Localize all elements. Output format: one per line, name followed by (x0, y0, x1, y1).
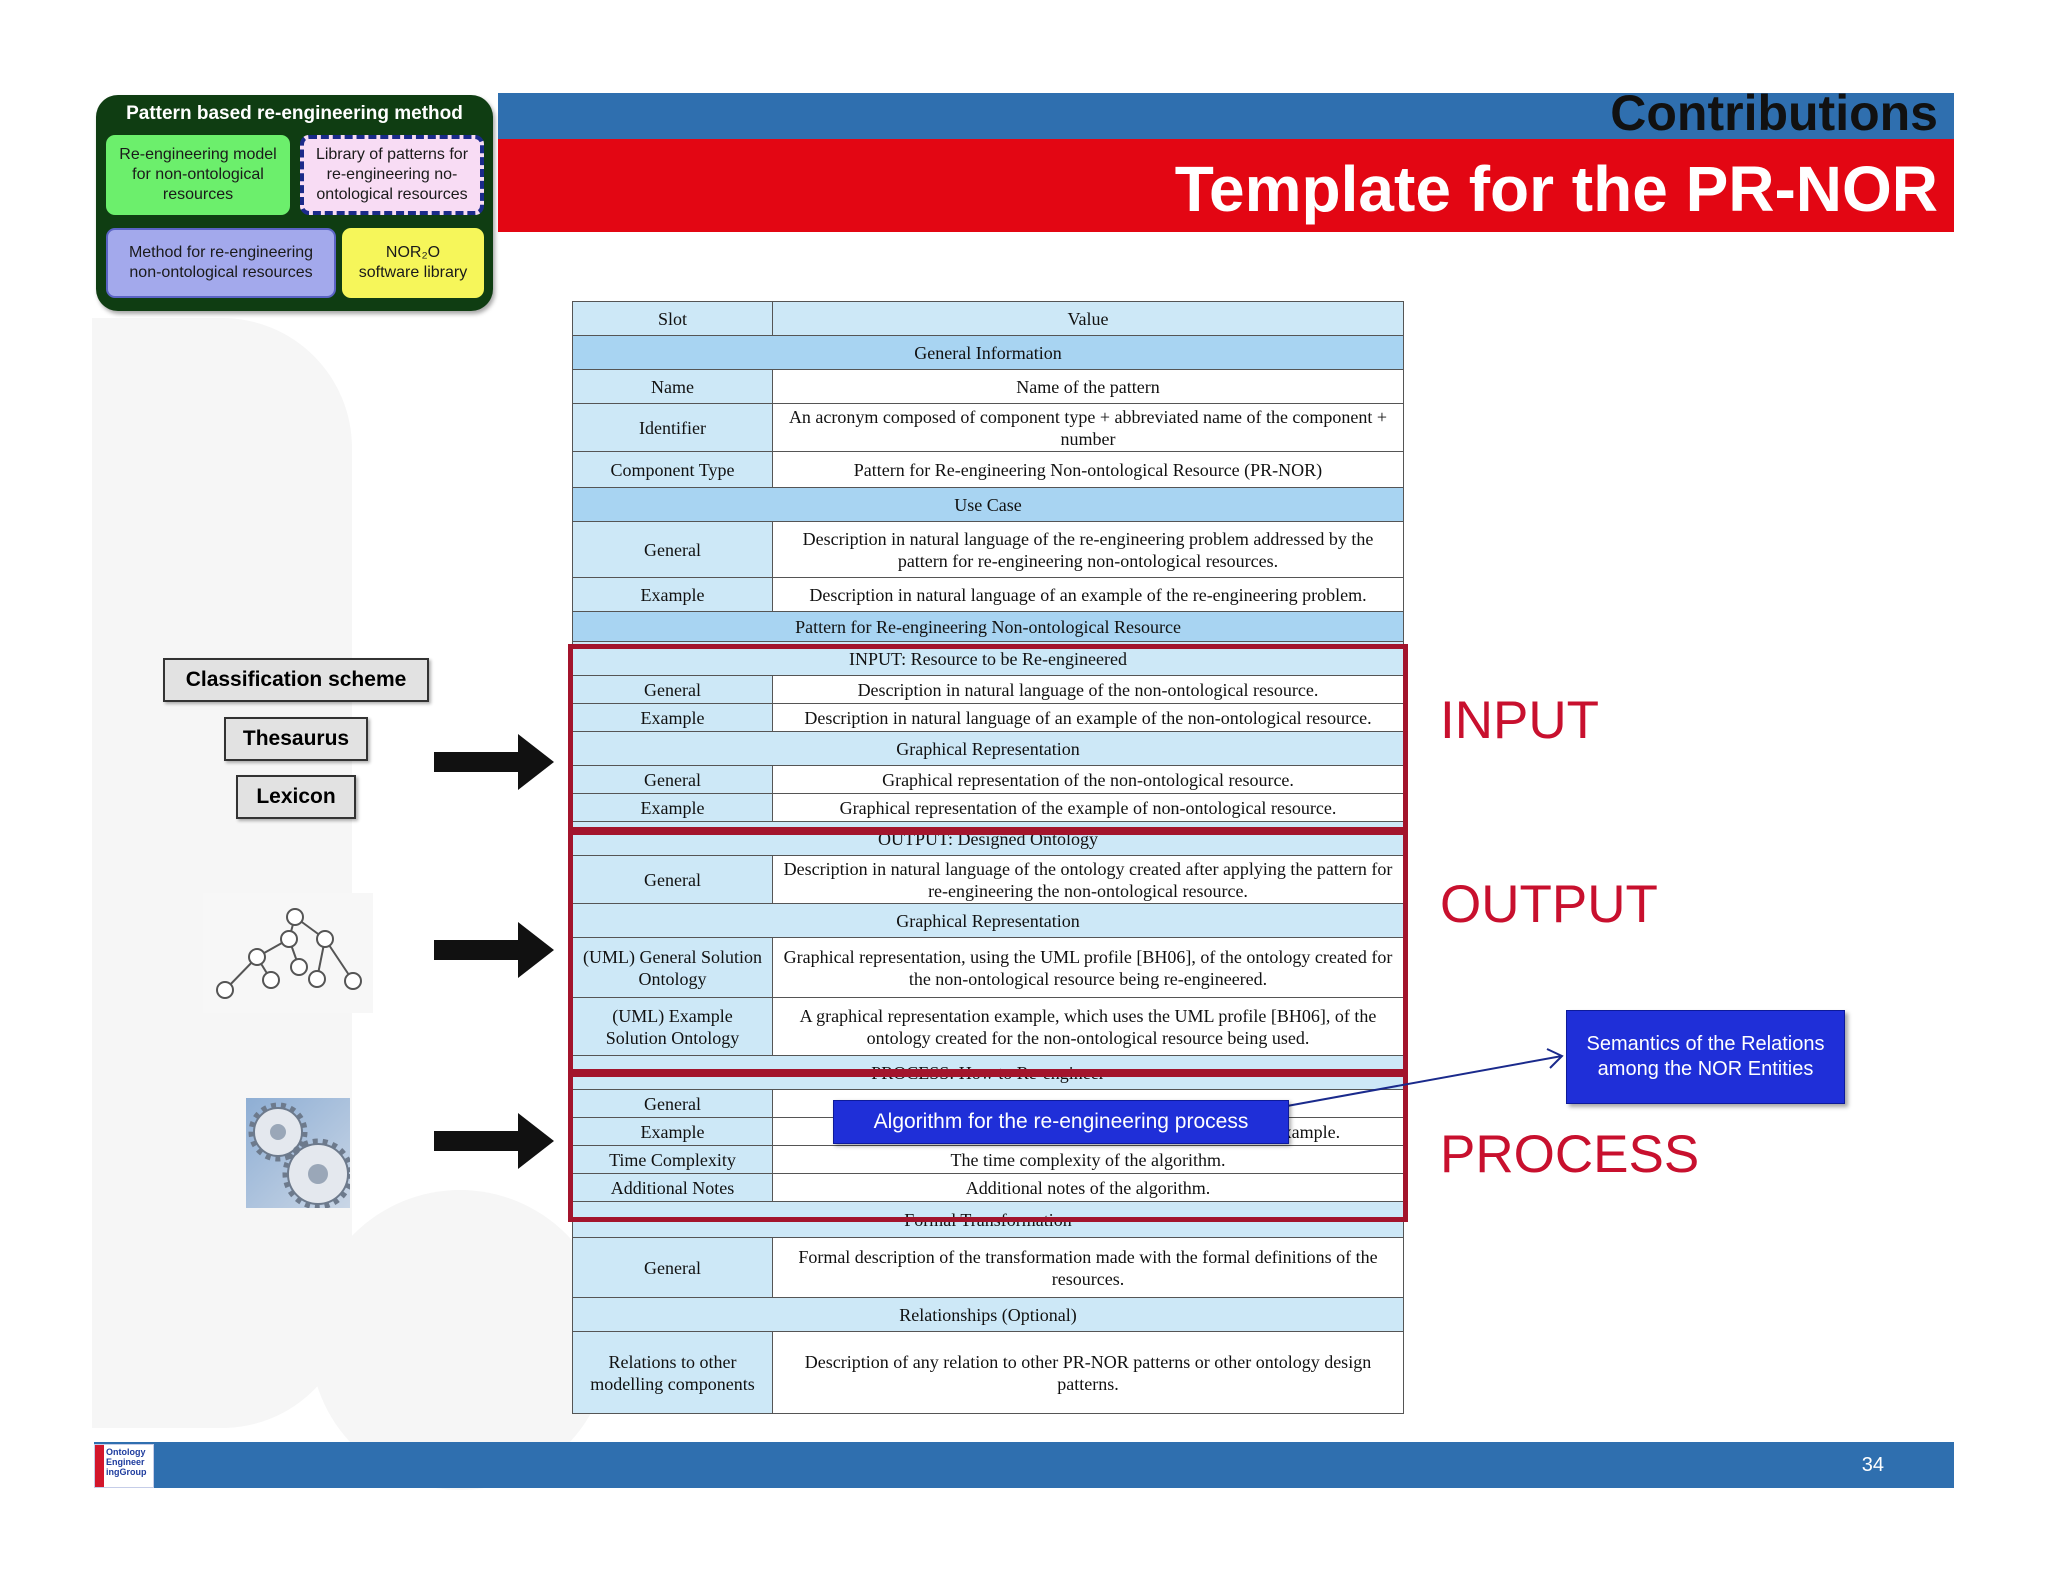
process-frame (568, 1072, 1408, 1222)
slot-cell: General (572, 855, 773, 904)
section-row: Use Case (572, 487, 1404, 522)
table-row: (UML) Example Solution Ontology A graphi… (572, 997, 1404, 1056)
tree-icon (203, 893, 373, 1013)
slot-cell: Component Type (572, 451, 773, 488)
background-watermark-circle (310, 1190, 610, 1490)
section-row: General Information (572, 335, 1404, 370)
section-title: Contributions (1610, 85, 1938, 141)
slot-header: Slot (572, 301, 773, 336)
table-row: Component Type Pattern for Re-engineerin… (572, 451, 1404, 488)
section-relationships: Relationships (Optional) (572, 1297, 1404, 1332)
value-cell: Graphical representation of the example … (772, 793, 1404, 822)
model-cell: Re-engineering model for non-ontological… (106, 135, 290, 215)
nor2o-cell: NOR₂O software library (342, 228, 484, 298)
section-row: Relationships (Optional) (572, 1297, 1404, 1332)
section-input-graphical: Graphical Representation (572, 731, 1404, 766)
value-cell: Graphical representation of the non-onto… (772, 765, 1404, 794)
slot-cell: Example (572, 577, 773, 612)
slot-cell: General (572, 675, 773, 704)
value-cell: Graphical representation, using the UML … (772, 937, 1404, 998)
slot-cell: Identifier (572, 403, 773, 452)
method-diagram: Pattern based re-engineering method Re-e… (96, 95, 493, 311)
lexicon-box: Lexicon (236, 775, 356, 819)
value-cell: Formal description of the transformation… (772, 1237, 1404, 1298)
value-cell: Description of any relation to other PR-… (772, 1331, 1404, 1414)
logo-bar (95, 1445, 104, 1487)
table-row: Example Description in natural language … (572, 577, 1404, 612)
output-frame (568, 830, 1408, 1074)
value-cell: Description in natural language of an ex… (772, 703, 1404, 732)
page-number: 34 (1861, 1454, 1884, 1476)
thesaurus-box: Thesaurus (224, 717, 368, 761)
footer-bar: 34 (94, 1442, 1954, 1488)
nor2o-name: NOR₂O (385, 244, 441, 261)
value-cell: Description in natural language of the o… (772, 855, 1404, 904)
arrow-right-icon (434, 734, 554, 790)
table-row: General Formal description of the transf… (572, 1237, 1404, 1298)
nor2o-desc: software library (358, 264, 468, 281)
slot-cell: Additional Notes (572, 1173, 773, 1202)
value-cell: An acronym composed of component type + … (772, 403, 1404, 452)
table-row: (UML) General Solution Ontology Graphica… (572, 937, 1404, 998)
table-row: General Graphical representation of the … (572, 765, 1404, 794)
section-pattern: Pattern for Re-engineering Non-ontologic… (572, 611, 1404, 642)
output-label: OUTPUT (1440, 875, 1658, 934)
table-row: Relations to other modelling components … (572, 1331, 1404, 1414)
value-cell: Name of the pattern (772, 369, 1404, 404)
slide-title: Template for the PR-NOR (1174, 153, 1938, 225)
library-cell: Library of patterns for re-engineering n… (300, 135, 484, 215)
section-row: Graphical Representation (572, 731, 1404, 766)
table-row: Example Description in natural language … (572, 703, 1404, 732)
gears-icon (246, 1098, 350, 1208)
value-cell: Pattern for Re-engineering Non-ontologic… (772, 451, 1404, 488)
ontology-engineering-group-logo: Ontology Engineer ingGroup (94, 1444, 154, 1488)
table-row: Name Name of the pattern (572, 369, 1404, 404)
table-row: Example Graphical representation of the … (572, 793, 1404, 822)
method-title: Pattern based re-engineering method (126, 103, 463, 124)
value-cell: The time complexity of the algorithm. (772, 1145, 1404, 1174)
slot-cell: Name (572, 369, 773, 404)
value-cell: A graphical representation example, whic… (772, 997, 1404, 1056)
process-label: PROCESS (1440, 1125, 1700, 1184)
logo-text: Ontology Engineer ingGroup (106, 1447, 147, 1477)
table-row: General Description in natural language … (572, 521, 1404, 578)
section-row: Pattern for Re-engineering Non-ontologic… (572, 611, 1404, 642)
slot-cell: Time Complexity (572, 1145, 773, 1174)
algorithm-callout: Algorithm for the re-engineering process (833, 1100, 1289, 1144)
header-red-bar (498, 139, 1954, 232)
table-row: General Description in natural language … (572, 855, 1404, 904)
arrow-right-icon (434, 922, 554, 978)
table-row: Identifier An acronym composed of compon… (572, 403, 1404, 452)
header-blue-bar (498, 93, 1954, 139)
slot-cell: Relations to other modelling components (572, 1331, 773, 1414)
slot-cell: (UML) Example Solution Ontology (572, 997, 773, 1056)
input-label: INPUT (1440, 691, 1599, 750)
slot-cell: Example (572, 793, 773, 822)
background-watermark (92, 318, 352, 1428)
slot-cell: General (572, 1237, 773, 1298)
section-general-information: General Information (572, 335, 1404, 370)
slot-cell: Example (572, 1117, 773, 1146)
section-use-case: Use Case (572, 487, 1404, 522)
slot-cell: (UML) General Solution Ontology (572, 937, 773, 998)
classification-scheme-box: Classification scheme (163, 658, 429, 702)
method-cell: Method for re-engineering non-ontologica… (106, 228, 336, 298)
value-cell: Description in natural language of the r… (772, 521, 1404, 578)
input-frame (568, 644, 1408, 832)
table-row: Time Complexity The time complexity of t… (572, 1145, 1404, 1174)
semantics-callout: Semantics of the Relations among the NOR… (1566, 1010, 1845, 1104)
slot-cell: General (572, 521, 773, 578)
arrow-right-icon (434, 1113, 554, 1169)
table-header-row: Slot Value (572, 301, 1404, 336)
value-header: Value (772, 301, 1404, 336)
value-cell: Description in natural language of an ex… (772, 577, 1404, 612)
